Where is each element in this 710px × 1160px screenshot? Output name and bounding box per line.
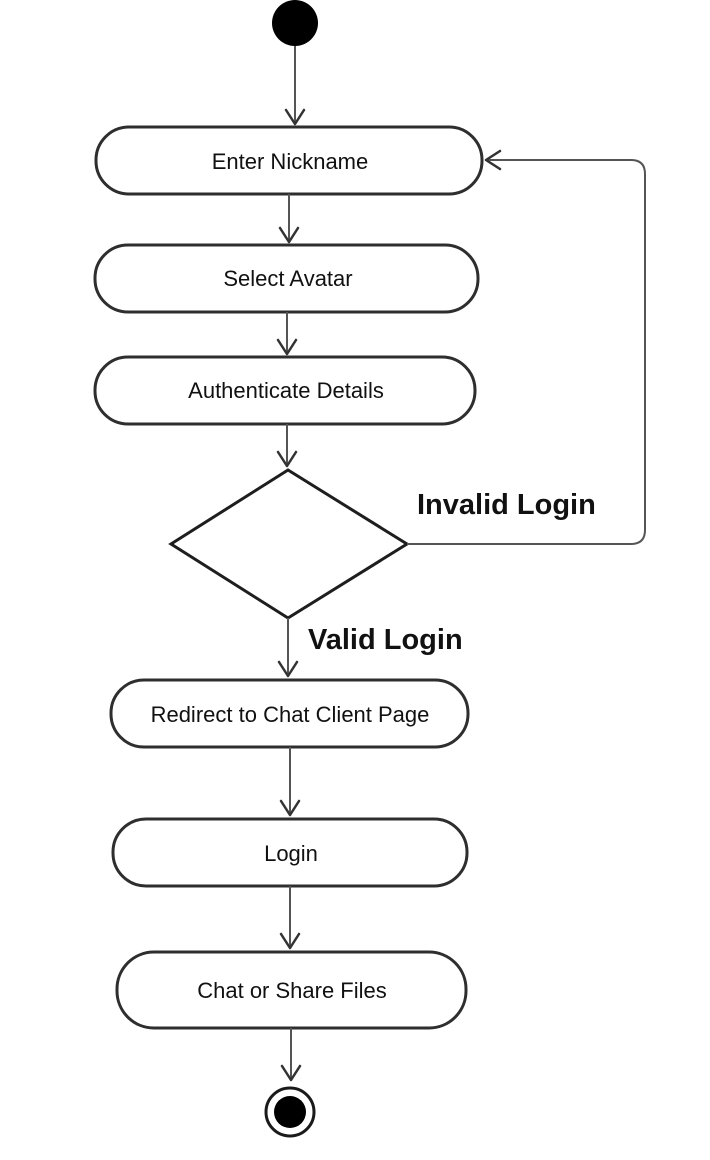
guard-invalid-login: Invalid Login bbox=[417, 489, 596, 521]
final-node bbox=[264, 1086, 316, 1138]
action-chat-or-share-files: Chat or Share Files bbox=[115, 950, 468, 1030]
edge-valid-login bbox=[277, 618, 299, 678]
edge-chat-share-to-end bbox=[280, 1028, 302, 1082]
initial-node bbox=[272, 0, 318, 46]
action-enter-nickname-label: Enter Nickname bbox=[212, 149, 369, 174]
action-redirect-chat-client-label: Redirect to Chat Client Page bbox=[151, 702, 430, 727]
action-authenticate-details-label: Authenticate Details bbox=[188, 378, 384, 403]
edge-enter-nickname-to-select-avatar bbox=[278, 194, 300, 244]
edge-select-avatar-to-authenticate bbox=[276, 312, 298, 356]
edge-authenticate-to-decision bbox=[276, 424, 298, 468]
decision-node bbox=[168, 468, 410, 620]
action-select-avatar-label: Select Avatar bbox=[223, 266, 352, 291]
edge-redirect-to-login bbox=[279, 747, 301, 817]
edge-start-to-enter-nickname bbox=[284, 46, 306, 126]
action-login: Login bbox=[111, 817, 469, 888]
edge-invalid-login-loop bbox=[407, 149, 646, 545]
action-authenticate-details: Authenticate Details bbox=[93, 355, 477, 426]
action-chat-or-share-files-label: Chat or Share Files bbox=[197, 978, 387, 1003]
action-enter-nickname: Enter Nickname bbox=[94, 125, 484, 196]
edge-login-to-chat-share bbox=[279, 886, 301, 950]
action-select-avatar: Select Avatar bbox=[93, 243, 480, 314]
guard-valid-login: Valid Login bbox=[308, 624, 463, 656]
action-login-label: Login bbox=[264, 841, 318, 866]
action-redirect-chat-client: Redirect to Chat Client Page bbox=[109, 678, 470, 749]
